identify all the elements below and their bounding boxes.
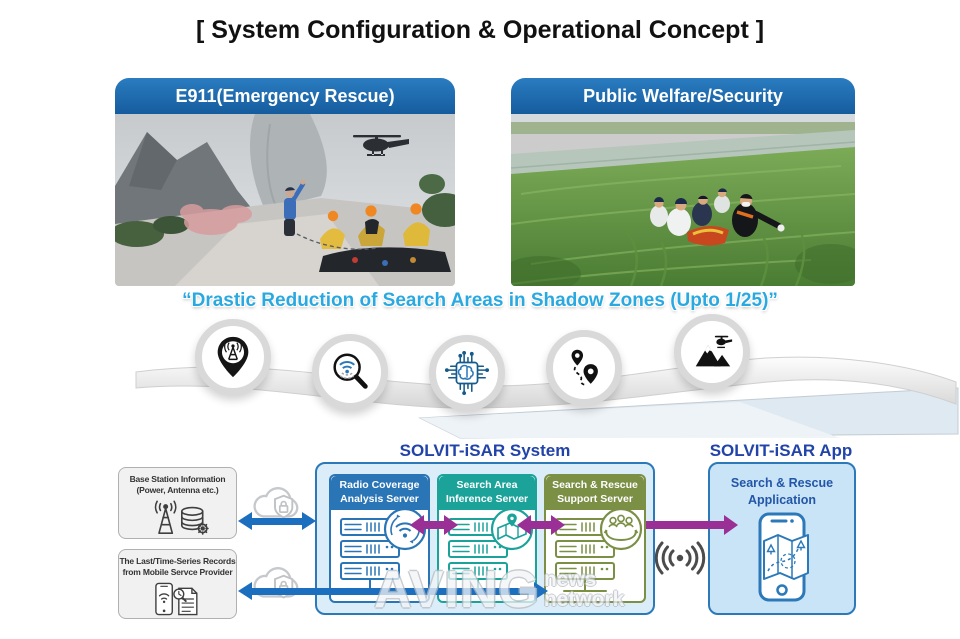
time-series-records-box: The Last/Time-Series Records from Mobile… [118, 549, 237, 619]
quote-text: “Drastic Reduction of Search Areas in Sh… [182, 290, 778, 311]
mountain-rescue-photo [115, 114, 455, 286]
arrowhead [302, 512, 316, 530]
server-label-line: Support Server [557, 493, 633, 505]
helicopter-icon [353, 135, 409, 156]
input-label-line: Base Station Information [129, 474, 226, 484]
arrow-shaft [646, 521, 724, 529]
server-label-line: Inference Server [445, 493, 529, 505]
ai-chip-icon [429, 335, 505, 411]
system-title: SOLVIT-iSAR System [399, 441, 571, 460]
app-title: SOLVIT-iSAR App [709, 441, 853, 460]
mountain-rescue-photo-art [115, 114, 455, 286]
field-rescue-photo [511, 114, 855, 286]
arrow-shaft [252, 517, 302, 525]
field-rescue-photo-art [511, 114, 855, 286]
mountain-rescue-icon [674, 314, 750, 390]
server-card-support: Search & Rescue Support Server [544, 474, 646, 603]
stretcher-group-figures [650, 188, 785, 246]
antenna-database-icon [154, 500, 209, 535]
wireless-signal-icon [654, 541, 706, 575]
server-label-line: Analysis Server [340, 493, 419, 505]
base-station-data-arrow [238, 512, 316, 530]
server-label-line: Radio Coverage [339, 479, 420, 492]
arrowhead [238, 582, 252, 600]
page-title: [ System Configuration & Operational Con… [195, 16, 765, 44]
arrowhead [410, 515, 424, 535]
photo-header-e911: E911(Emergency Rescue) [115, 78, 455, 114]
server-label-line: Search Area [456, 479, 518, 492]
arrowhead [534, 582, 548, 600]
base-station-info-box: Base Station Information (Power, Antenna… [118, 467, 237, 539]
arrow-shaft [252, 587, 534, 595]
rescue-hands-badge-icon [599, 507, 643, 551]
signal-search-icon [312, 334, 388, 410]
server-stack-icon [555, 518, 615, 592]
arrowhead [517, 515, 531, 535]
input-label-line: The Last/Time-Series Records [119, 556, 236, 566]
route-tracking-icon [546, 330, 622, 406]
app-label: Search & Rescue Application [710, 475, 854, 509]
app-label-line: Search & Rescue [730, 476, 834, 490]
rescuer-figures [284, 179, 451, 272]
input-label-line: from Mobile Servce Provider [122, 567, 233, 578]
arrow-shaft [424, 521, 444, 529]
phone-map-icon [758, 512, 809, 602]
input-label-line: (Power, Antenna etc.) [136, 485, 219, 496]
server-header: Search Area Inference Server [439, 476, 535, 510]
system-to-app-arrow [646, 515, 738, 535]
app-label-line: Application [747, 492, 817, 507]
arrowhead [444, 515, 458, 535]
arrowhead [551, 515, 565, 535]
arrowhead [238, 512, 252, 530]
server-link-arrow-1 [410, 515, 458, 535]
server-header: Radio Coverage Analysis Server [331, 476, 428, 510]
photo-card-e911: E911(Emergency Rescue) [115, 78, 455, 286]
server-label-line: Search & Rescue [552, 479, 638, 492]
server-link-arrow-2 [517, 515, 565, 535]
photo-card-welfare: Public Welfare/Security [511, 78, 855, 286]
arrowhead [724, 515, 738, 535]
pink-smoke [180, 204, 252, 235]
server-card-search-area: Search Area Inference Server [437, 474, 537, 603]
solvit-isar-app-box: Search & Rescue Application [708, 462, 856, 615]
server-header: Search & Rescue Support Server [546, 476, 644, 510]
phone-records-icon [154, 582, 198, 616]
photo-header-welfare: Public Welfare/Security [511, 78, 855, 114]
records-data-arrow [238, 582, 548, 600]
cell-tower-location-icon [195, 319, 271, 395]
arrow-shaft [531, 521, 551, 529]
secure-cloud-icon [253, 487, 299, 519]
